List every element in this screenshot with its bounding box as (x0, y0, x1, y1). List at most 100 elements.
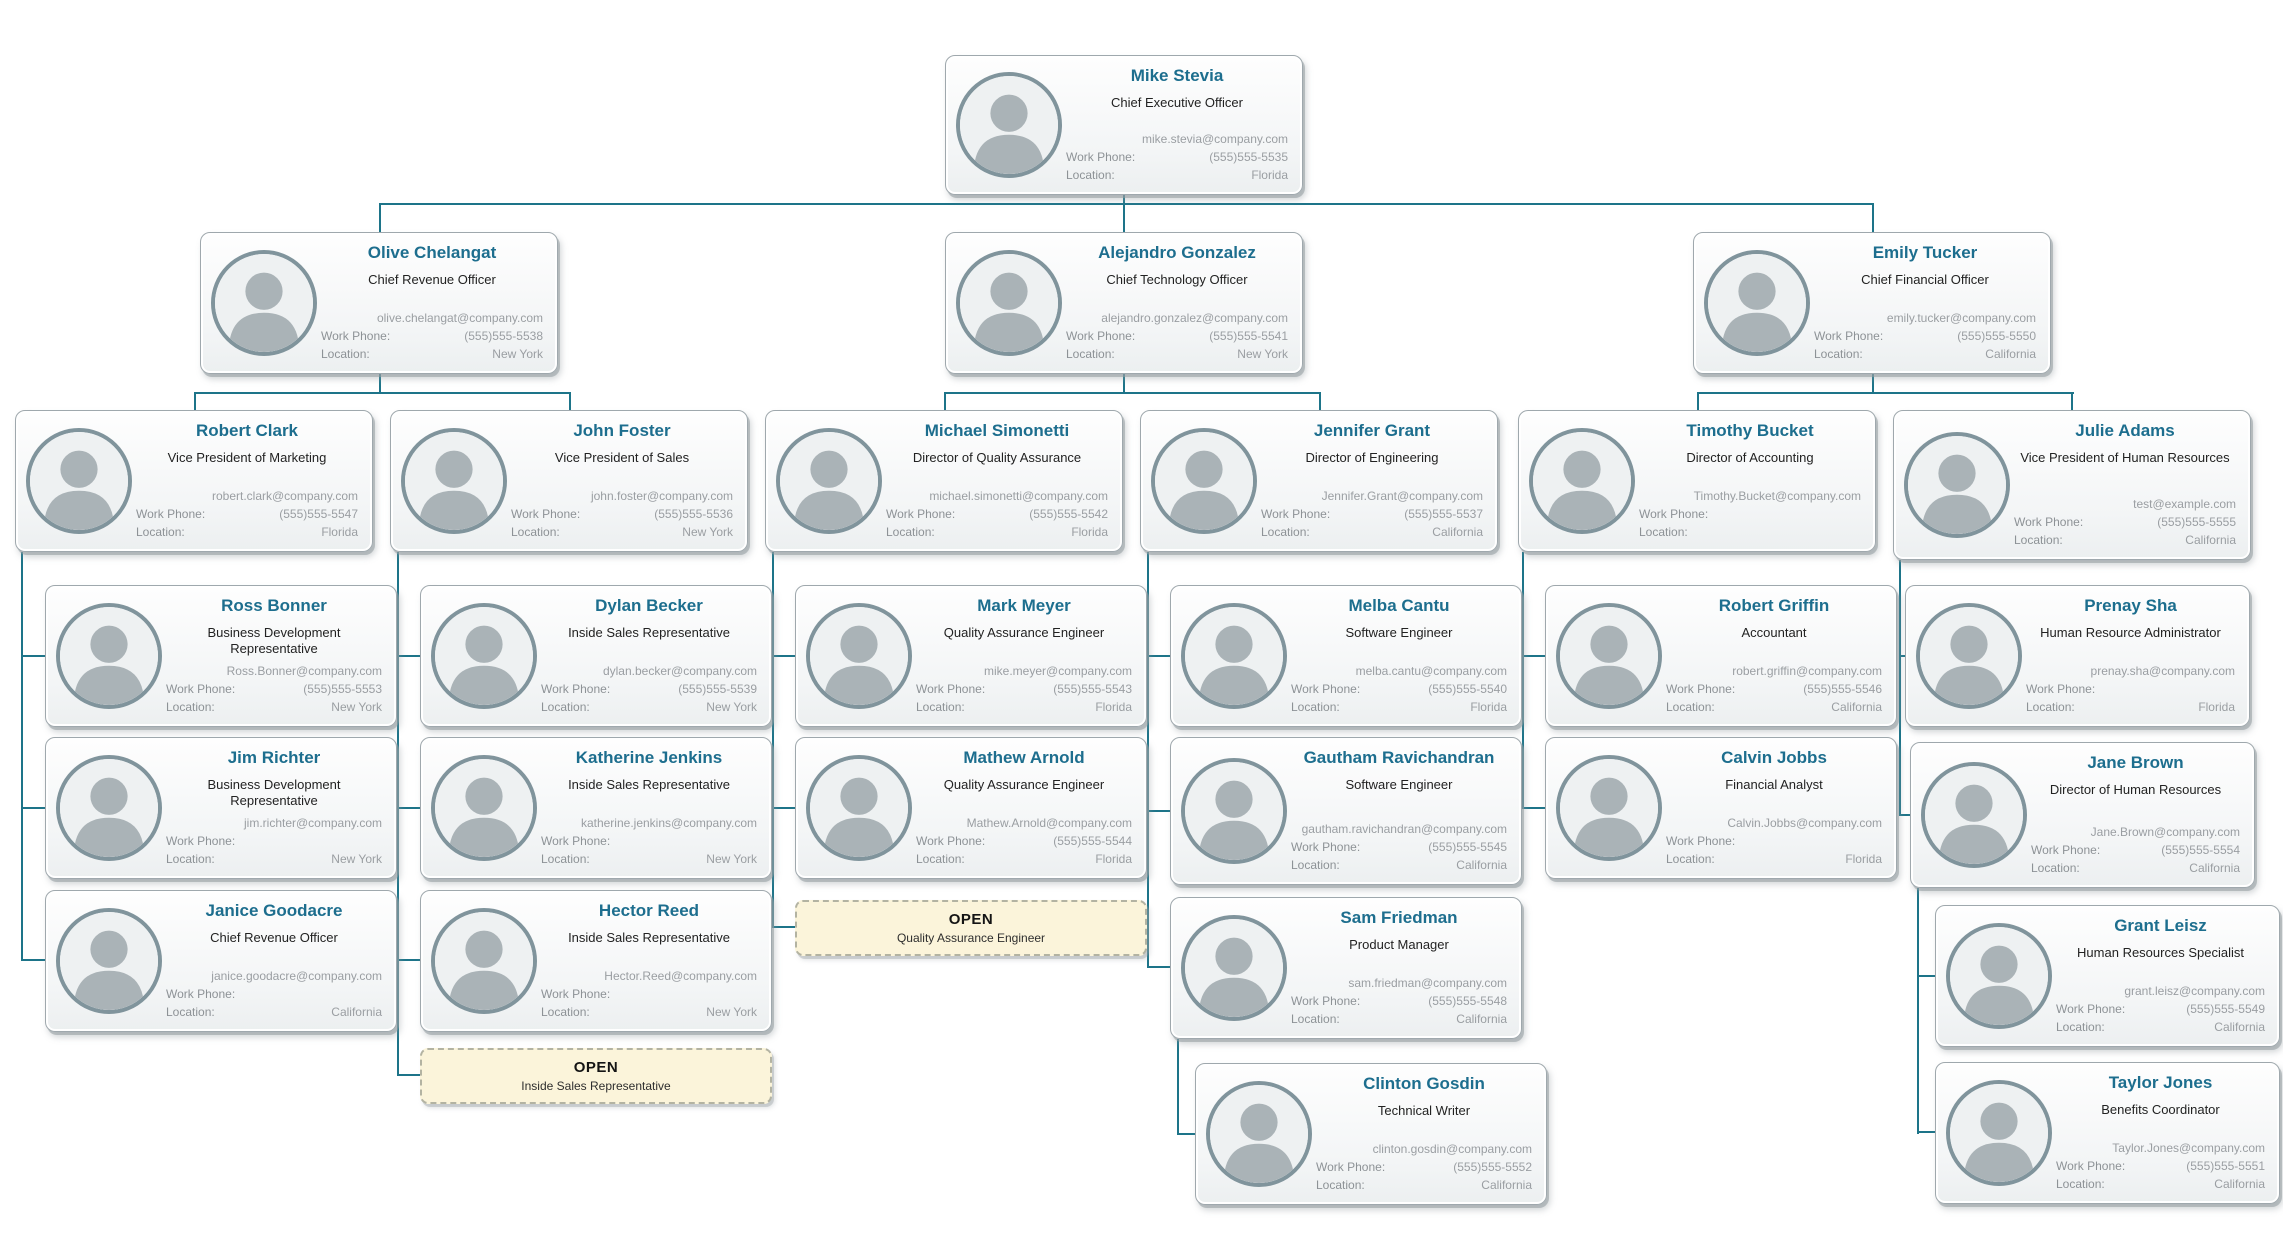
spacer (1316, 1119, 1532, 1142)
work-phone-label: Work Phone: (541, 834, 611, 848)
avatar (1921, 762, 2027, 868)
location-value: New York (682, 525, 733, 539)
location-row: Location: (1639, 523, 1861, 541)
person-email: test@example.com (2133, 497, 2236, 512)
avatar (1946, 923, 2052, 1029)
location-label: Location: (1639, 525, 1688, 539)
location-value: Florida (1470, 700, 1507, 714)
person-name: Katherine Jenkins (575, 748, 723, 767)
spacer (1814, 288, 2036, 311)
location-row: Location:New York (166, 698, 382, 716)
spacer (2056, 1118, 2265, 1141)
location-value: California (2214, 1020, 2265, 1034)
work-phone-value: (555)555-5554 (2161, 843, 2240, 857)
connector-line (1899, 814, 1912, 816)
avatar (776, 428, 882, 534)
work-phone-label: Work Phone: (1291, 840, 1361, 854)
connector-line (772, 926, 795, 928)
location-value: California (2214, 1177, 2265, 1191)
connector-line (1917, 975, 1935, 977)
location-value: California (1432, 525, 1483, 539)
person-title: Human Resource Administrator (2040, 624, 2221, 640)
location-row: Location:California (2014, 531, 2236, 549)
location-row: Location:New York (1066, 345, 1288, 363)
person-title: Chief Revenue Officer (210, 929, 338, 945)
person-title: Software Engineer (1345, 624, 1453, 640)
work-phone-row: Work Phone:(555)555-5536 (511, 505, 733, 523)
connector-line (21, 959, 45, 961)
avatar (806, 755, 912, 861)
connector-line (1319, 392, 1321, 410)
location-label: Location: (886, 525, 935, 539)
avatar (401, 428, 507, 534)
location-value: California (1481, 1178, 1532, 1192)
location-value: California (1456, 1012, 1507, 1026)
location-label: Location: (321, 347, 370, 361)
location-label: Location: (166, 1005, 215, 1019)
person-name: Gautham Ravichandran (1303, 748, 1495, 767)
person-email: prenay.sha@company.com (2090, 664, 2235, 679)
location-value: Florida (1845, 852, 1882, 866)
person-email: katherine.jenkins@company.com (580, 816, 757, 831)
location-row: Location:California (1291, 1010, 1507, 1028)
work-phone-label: Work Phone: (166, 834, 236, 848)
work-phone-value: (555)555-5544 (1053, 834, 1132, 848)
person-name: Mark Meyer (977, 596, 1071, 615)
connector-line (569, 392, 571, 410)
location-row: Location:California (2031, 859, 2240, 877)
person-name: Sam Friedman (1340, 908, 1458, 927)
work-phone-row: Work Phone:(555)555-5554 (2031, 841, 2240, 859)
person-name: Dylan Becker (595, 596, 703, 615)
avatar (56, 908, 162, 1014)
location-row: Location:California (166, 1003, 382, 1021)
work-phone-row: Work Phone: (541, 985, 757, 1003)
person-name: Janice Goodacre (205, 901, 343, 920)
avatar (1529, 428, 1635, 534)
person-name: Ross Bonner (221, 596, 327, 615)
spacer (541, 793, 757, 816)
location-label: Location: (1316, 1178, 1365, 1192)
person-title: Director of Accounting (1686, 449, 1814, 465)
work-phone-row: Work Phone:(555)555-5542 (886, 505, 1108, 523)
person-title: Quality Assurance Engineer (943, 776, 1105, 792)
location-value: Florida (1071, 525, 1108, 539)
location-value: New York (706, 852, 757, 866)
person-title: Vice President of Human Resources (2020, 449, 2230, 465)
